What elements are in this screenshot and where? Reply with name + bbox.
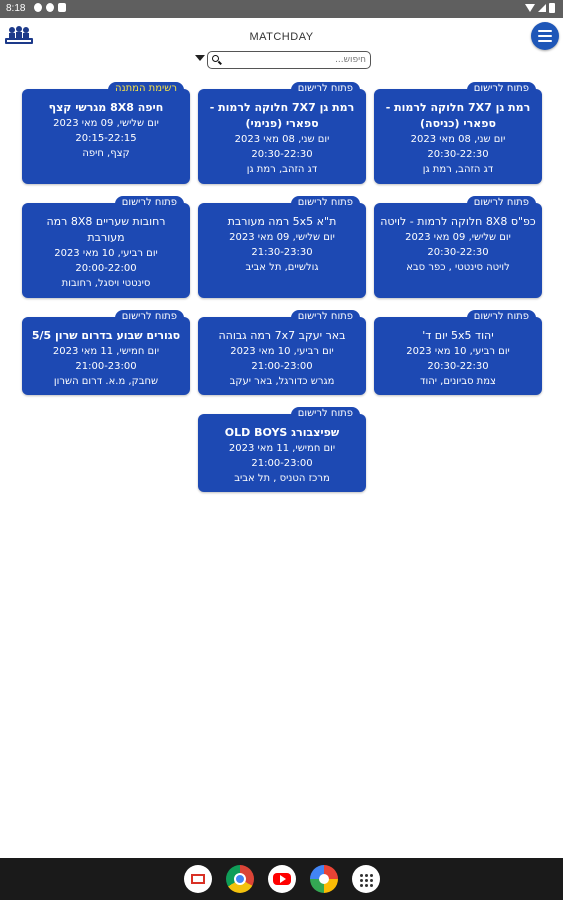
event-location: גולשיים, תל אביב: [245, 262, 319, 273]
event-time: 21:00-23:00: [251, 458, 313, 469]
event-location: דג הזהב, רמת גן: [246, 164, 318, 175]
hamburger-icon: [538, 30, 552, 32]
event-time: 20:15-22:15: [75, 133, 137, 144]
event-day: יום שני, 08 מאי 2023: [234, 134, 330, 145]
event-title: כפ"ס 8X8 חלוקה לרמות - לויטה: [380, 215, 536, 228]
event-card[interactable]: פתוח לרישום יהוד 5x5 יום ד' יום רביעי, 1…: [374, 310, 542, 395]
status-badge: פתוח לרישום: [290, 407, 360, 420]
event-day: יום שני, 08 מאי 2023: [410, 134, 506, 145]
event-location: לויטה סינטטי , כפר סבא: [406, 262, 510, 273]
search-icon[interactable]: [212, 55, 219, 62]
app-title: MATCHDAY: [249, 31, 314, 43]
event-time: 20:00-22:00: [75, 263, 137, 274]
search-input[interactable]: [226, 53, 366, 67]
event-time: 20:30-22:30: [427, 247, 489, 258]
status-badge: פתוח לרישום: [290, 310, 360, 323]
event-time: 20:30-22:30: [427, 149, 489, 160]
event-time: 20:30-22:30: [427, 361, 489, 372]
event-title: יהוד 5x5 יום ד': [422, 329, 494, 342]
event-card[interactable]: רשימת המתנה חיפה 8X8 מגרשי קצף יום שלישי…: [22, 82, 190, 184]
youtube-icon[interactable]: [268, 865, 296, 893]
notification-icon: [34, 3, 42, 12]
status-badge: פתוח לרישום: [290, 82, 360, 95]
hamburger-icon: [538, 40, 552, 42]
event-title: ת"א 5x5 רמה מעורבת: [227, 215, 337, 228]
filter-dropdown-icon[interactable]: [195, 55, 205, 61]
event-card[interactable]: פתוח לרישום כפ"ס 8X8 חלוקה לרמות - לויטה…: [374, 196, 542, 298]
status-time: 8:18: [6, 3, 26, 14]
app-logo: [5, 26, 33, 44]
event-time: 21:00-23:00: [251, 361, 313, 372]
event-day: יום רביעי, 10 מאי 2023: [406, 346, 510, 357]
event-card[interactable]: פתוח לרישום ת"א 5x5 רמה מעורבת יום שלישי…: [198, 196, 366, 298]
event-time: 21:00-23:00: [75, 361, 137, 372]
status-badge: פתוח לרישום: [466, 82, 536, 95]
event-card[interactable]: פתוח לרישום רמת גן 7X7 חלוקה לרמות - ספא…: [374, 82, 542, 184]
event-card[interactable]: פתוח לרישום רחובות שעריים 8X8 רמה מעורבת…: [22, 196, 190, 298]
event-time: 20:30-22:30: [251, 149, 313, 160]
event-card[interactable]: פתוח לרישום רמת גן 7X7 חלוקה לרמות - ספא…: [198, 82, 366, 184]
event-title: שפיצבורג OLD BOYS: [224, 426, 340, 439]
chrome-icon[interactable]: [226, 865, 254, 893]
gmail-icon[interactable]: [184, 865, 212, 893]
menu-button[interactable]: [531, 22, 559, 50]
photos-icon[interactable]: [310, 865, 338, 893]
event-day: יום רביעי, 10 מאי 2023: [54, 248, 158, 259]
event-location: שחבק, מ.א. דרום השרון: [53, 376, 159, 387]
wifi-icon: [525, 4, 535, 12]
notification-icon: [46, 3, 54, 12]
status-badge: רשימת המתנה: [108, 82, 184, 95]
event-day: יום רביעי, 10 מאי 2023: [230, 346, 334, 357]
event-title: רמת גן 7X7 חלוקה לרמות - ספארי (כניסה): [385, 101, 531, 130]
event-title: רחובות שעריים 8X8 רמה מעורבת: [46, 215, 166, 244]
event-day: יום שלישי, 09 מאי 2023: [405, 232, 511, 243]
status-badge: פתוח לרישום: [290, 196, 360, 209]
event-title: סגורים שבוע בדרום שרון 5/5: [31, 329, 181, 342]
event-title: רמת גן 7X7 חלוקה לרמות - ספארי (פנימי): [209, 101, 355, 130]
event-title: באר יעקב 7x7 רמה גבוהה: [218, 329, 346, 342]
notification-icons: [34, 3, 66, 12]
event-time: 21:30-23:30: [251, 247, 313, 258]
notification-icon: [58, 3, 66, 12]
event-day: יום חמישי, 11 מאי 2023: [52, 346, 160, 357]
event-card[interactable]: פתוח לרישום באר יעקב 7x7 רמה גבוהה יום ר…: [198, 310, 366, 395]
status-bar: 8:18: [0, 0, 563, 18]
event-card[interactable]: פתוח לרישום סגורים שבוע בדרום שרון 5/5 י…: [22, 310, 190, 395]
system-icons: [525, 3, 555, 13]
event-location: צמת סביונים, יהוד: [420, 376, 496, 387]
battery-icon: [549, 3, 555, 13]
event-day: יום שלישי, 09 מאי 2023: [229, 232, 335, 243]
app-drawer-icon[interactable]: [352, 865, 380, 893]
hamburger-icon: [538, 35, 552, 37]
event-card[interactable]: פתוח לרישום שפיצבורג OLD BOYS יום חמישי,…: [198, 407, 366, 492]
search-box[interactable]: [207, 51, 371, 69]
status-badge: פתוח לרישום: [114, 196, 184, 209]
event-location: מרכז הטניס , תל אביב: [234, 473, 330, 484]
status-badge: פתוח לרישום: [466, 310, 536, 323]
event-day: יום שלישי, 09 מאי 2023: [53, 118, 159, 129]
event-location: קצף, חיפה: [82, 148, 130, 159]
status-badge: פתוח לרישום: [466, 196, 536, 209]
event-location: דג הזהב, רמת גן: [422, 164, 494, 175]
navigation-bar: [0, 858, 563, 900]
event-title: חיפה 8X8 מגרשי קצף: [48, 101, 164, 114]
status-badge: פתוח לרישום: [114, 310, 184, 323]
event-day: יום חמישי, 11 מאי 2023: [228, 443, 336, 454]
event-location: סינטטי ויסגל, רחובות: [61, 278, 151, 289]
event-location: מגרש כדורגל, באר יעקב: [229, 376, 335, 387]
signal-icon: [538, 4, 546, 12]
